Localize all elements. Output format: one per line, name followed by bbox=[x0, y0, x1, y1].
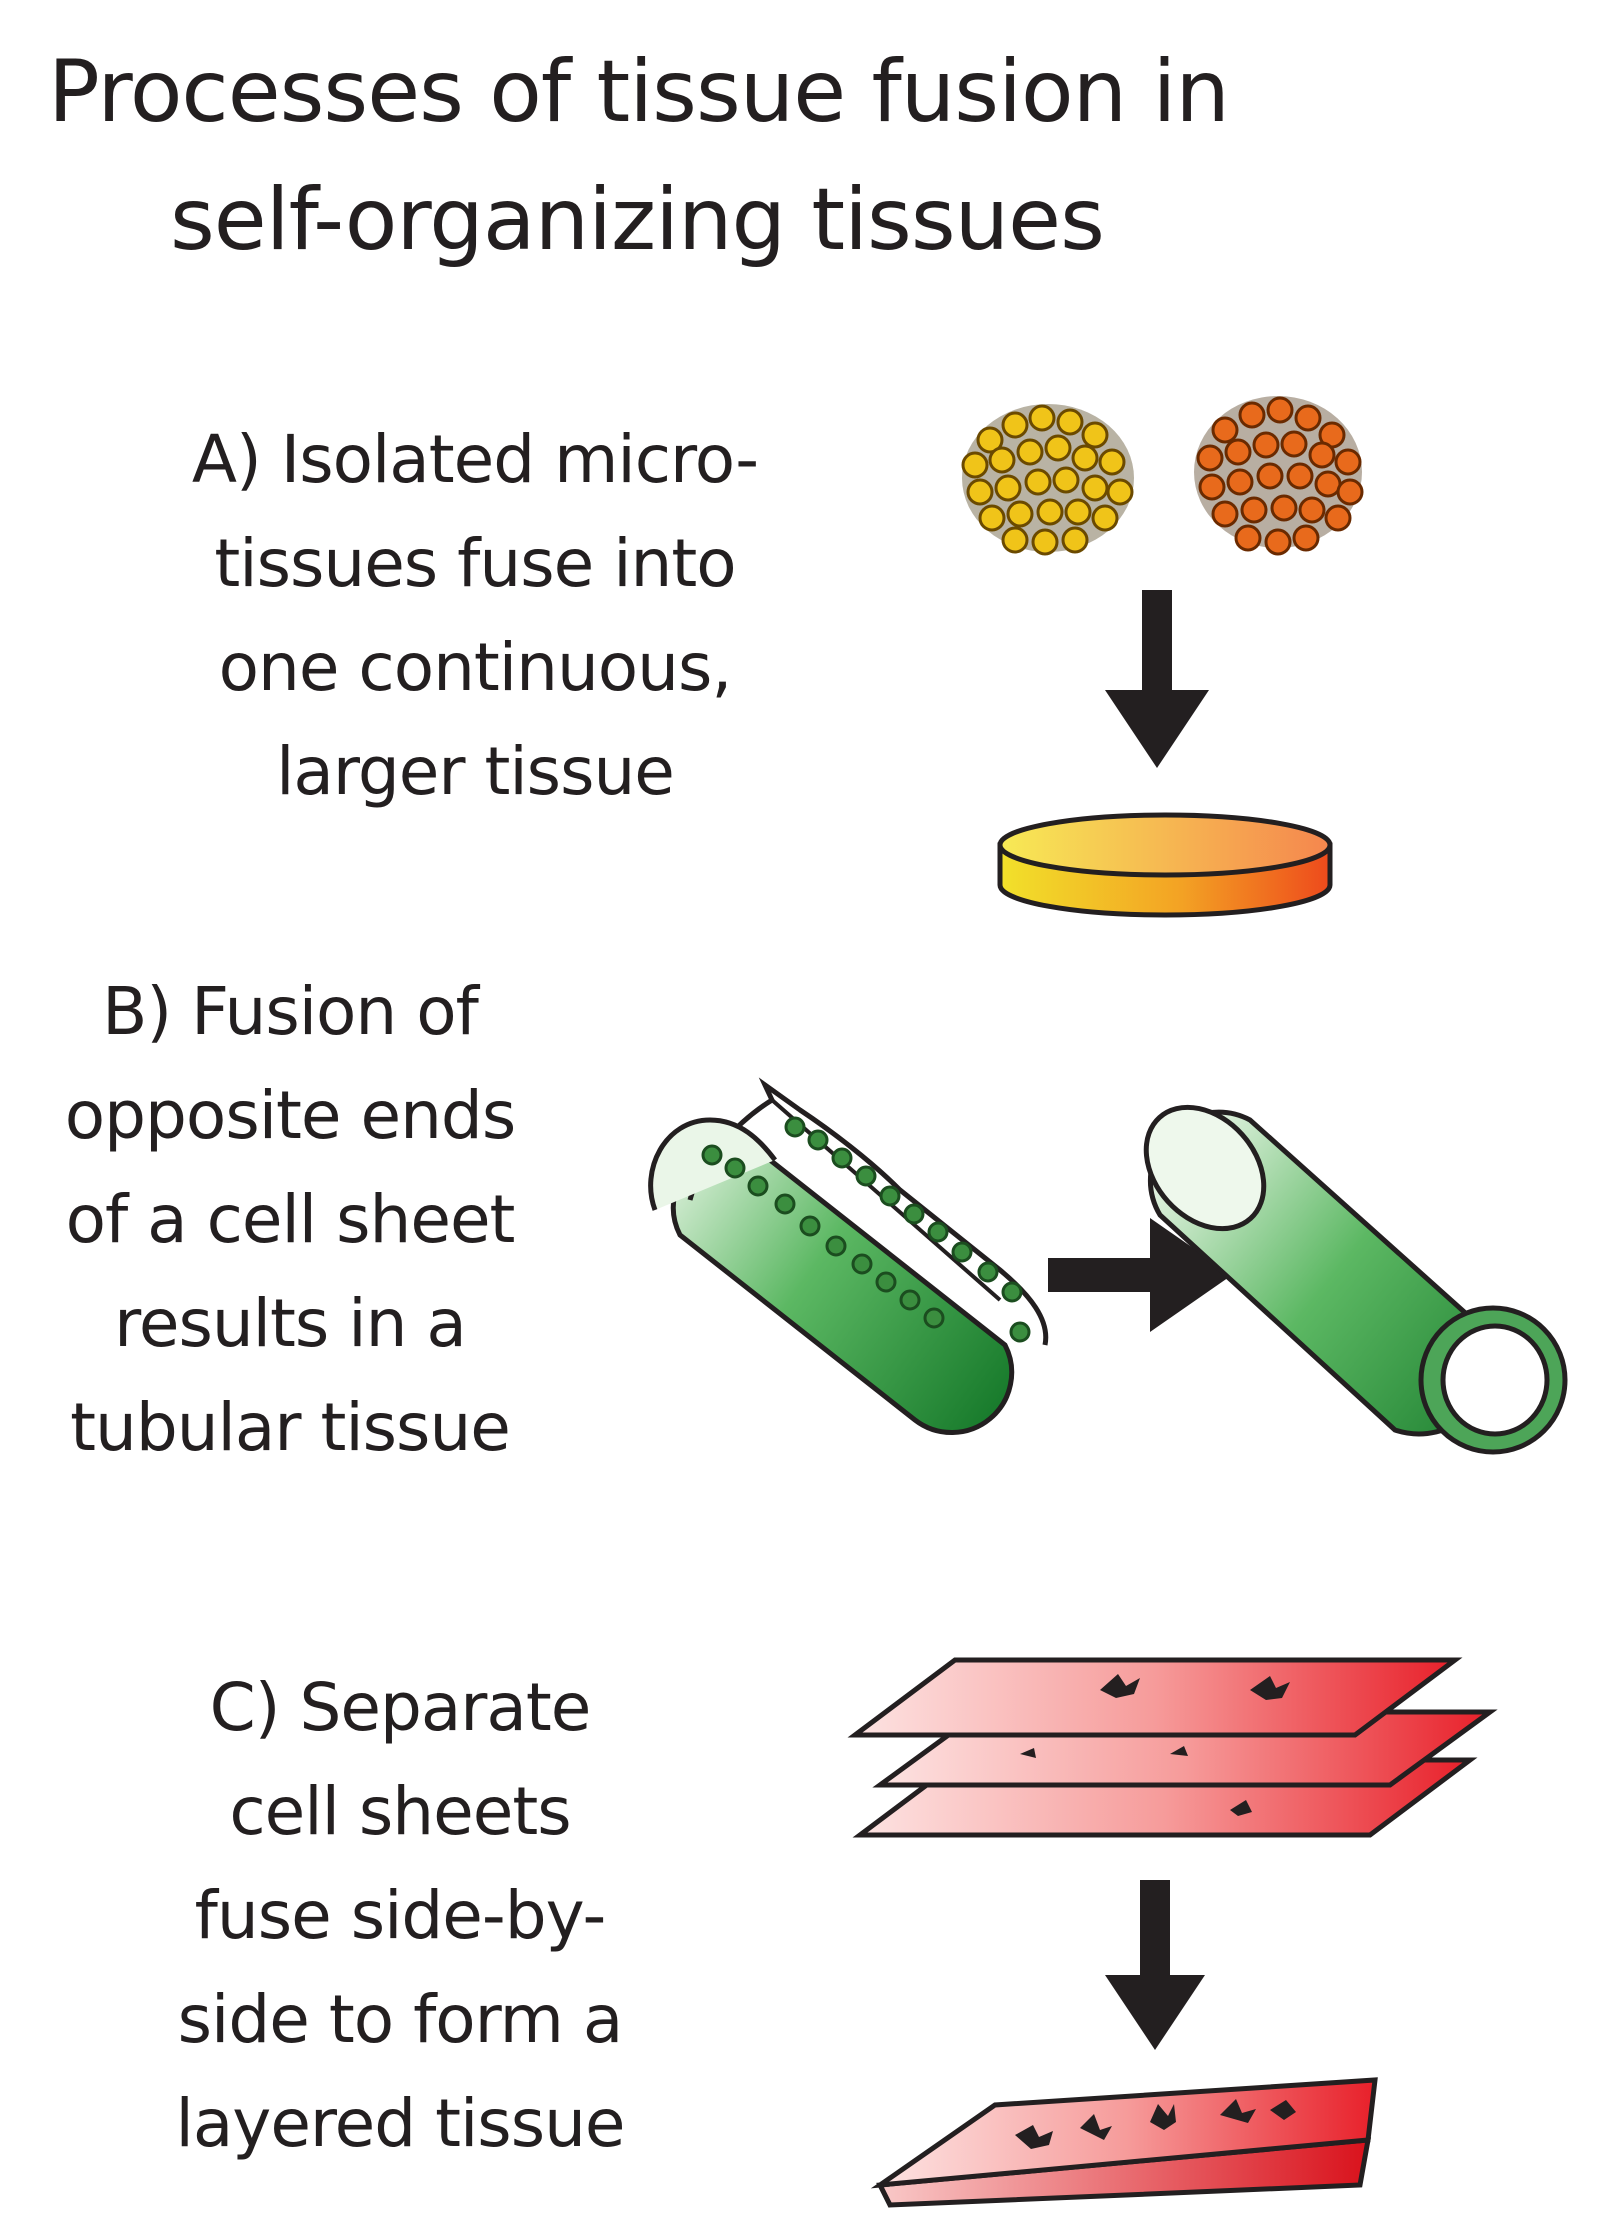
title-line-1: Processes of tissue fusion in bbox=[48, 42, 1230, 142]
caption-c-line-4: side to form a bbox=[177, 1981, 624, 2058]
spheroid-right bbox=[1194, 396, 1364, 556]
caption-panel-c: C) Separate cell sheets fuse side-by- si… bbox=[100, 1656, 700, 2176]
spheroid-left bbox=[961, 404, 1134, 556]
cell-icon bbox=[701, 1116, 1031, 1343]
caption-panel-a: A) Isolated micro- tissues fuse into one… bbox=[110, 408, 840, 824]
caption-a-line-3: one continuous, bbox=[218, 629, 733, 706]
caption-c-line-1: C) Separate bbox=[209, 1669, 592, 1746]
separate-cell-sheets bbox=[847, 1657, 1498, 1838]
caption-b-line-2: opposite ends bbox=[64, 1077, 516, 1154]
caption-a-line-2: tissues fuse into bbox=[214, 525, 736, 602]
closed-tubular-tissue bbox=[1143, 1104, 1568, 1455]
caption-b-line-5: tubular tissue bbox=[70, 1389, 511, 1466]
open-cell-sheet-tube bbox=[648, 1077, 1049, 1435]
caption-b-line-3: of a cell sheet bbox=[65, 1181, 516, 1258]
fused-disc bbox=[997, 812, 1333, 918]
arrow-right-icon bbox=[1048, 1218, 1232, 1332]
caption-a-line-4: larger tissue bbox=[276, 733, 675, 810]
title-line-2: self-organizing tissues bbox=[170, 170, 1105, 270]
diagram-title: Processes of tissue fusion in self-organ… bbox=[48, 28, 1548, 284]
caption-b-line-4: results in a bbox=[114, 1285, 467, 1362]
arrow-down-icon bbox=[1105, 590, 1209, 768]
caption-c-line-3: fuse side-by- bbox=[194, 1877, 607, 1954]
caption-b-line-1: B) Fusion of bbox=[102, 973, 479, 1050]
layered-tissue bbox=[870, 2077, 1378, 2208]
caption-panel-b: B) Fusion of opposite ends of a cell she… bbox=[10, 960, 570, 1480]
caption-a-line-1: A) Isolated micro- bbox=[191, 421, 759, 498]
caption-c-line-5: layered tissue bbox=[175, 2085, 625, 2162]
caption-c-line-2: cell sheets bbox=[229, 1773, 571, 1850]
arrow-down-icon-c bbox=[1105, 1880, 1205, 2050]
